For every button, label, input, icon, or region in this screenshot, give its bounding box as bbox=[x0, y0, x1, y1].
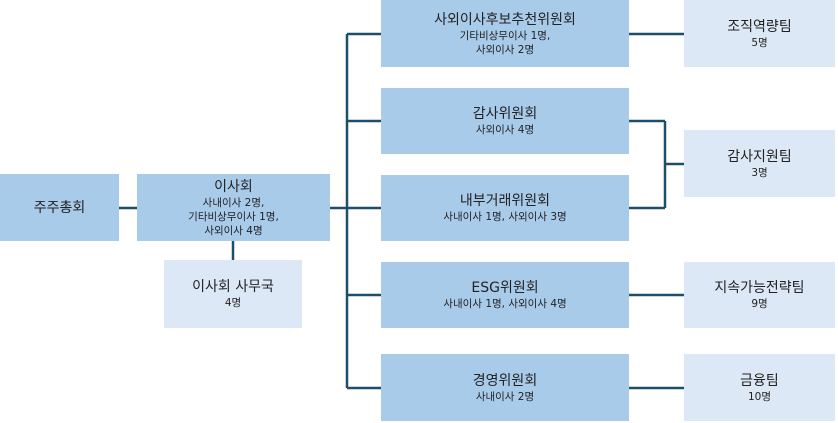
esg-committee-box: ESG위원회 사내이사 1명, 사외이사 4명 bbox=[381, 262, 629, 328]
management-committee-line: 사내이사 2명 bbox=[475, 390, 535, 403]
management-committee-box: 경영위원회 사내이사 2명 bbox=[381, 354, 629, 421]
nomination-committee-line: 사외이사 2명 bbox=[475, 43, 535, 56]
internal-trade-committee-line: 사내이사 1명, 사외이사 3명 bbox=[443, 211, 567, 223]
nomination-committee-box: 사외이사후보추천위원회 기타비상무이사 1명, 사외이사 2명 bbox=[381, 0, 629, 67]
org-capability-team-headcount: 5명 bbox=[751, 36, 768, 49]
board-composition-line: 사내이사 2명, bbox=[202, 196, 265, 209]
nomination-committee-title: 사외이사후보추천위원회 bbox=[434, 11, 576, 28]
audit-committee-title: 감사위원회 bbox=[472, 106, 538, 122]
finance-team-title: 금융팀 bbox=[740, 372, 779, 389]
board-composition-line: 기타비상무이사 1명, bbox=[188, 210, 279, 223]
nomination-committee-line: 기타비상무이사 1명, bbox=[459, 29, 551, 42]
shareholders-meeting-box: 주주총회 bbox=[0, 174, 119, 241]
esg-committee-line: 사내이사 1명, 사외이사 4명 bbox=[443, 298, 567, 310]
org-capability-team-box: 조직역량팀 5명 bbox=[684, 0, 835, 67]
finance-team-headcount: 10명 bbox=[747, 390, 772, 403]
org-capability-team-title: 조직역량팀 bbox=[727, 18, 792, 35]
audit-support-team-box: 감사지원팀 3명 bbox=[684, 130, 835, 197]
finance-team-box: 금융팀 10명 bbox=[684, 354, 835, 421]
audit-committee-box: 감사위원회 사외이사 4명 bbox=[381, 88, 629, 154]
sustainability-strategy-team-headcount: 9명 bbox=[751, 298, 768, 310]
board-box: 이사회 사내이사 2명, 기타비상무이사 1명, 사외이사 4명 bbox=[137, 174, 330, 241]
board-title: 이사회 bbox=[214, 178, 253, 195]
audit-support-team-title: 감사지원팀 bbox=[727, 148, 792, 165]
sustainability-strategy-team-box: 지속가능전략팀 9명 bbox=[684, 262, 835, 328]
esg-committee-title: ESG위원회 bbox=[471, 280, 539, 296]
management-committee-title: 경영위원회 bbox=[472, 372, 538, 389]
audit-support-team-headcount: 3명 bbox=[751, 166, 768, 179]
shareholders-meeting-title: 주주총회 bbox=[33, 199, 86, 216]
sustainability-strategy-team-title: 지속가능전략팀 bbox=[714, 280, 805, 296]
internal-trade-committee-title: 내부거래위원회 bbox=[459, 193, 551, 209]
internal-trade-committee-box: 내부거래위원회 사내이사 1명, 사외이사 3명 bbox=[381, 175, 629, 241]
board-office-headcount: 4명 bbox=[224, 297, 242, 309]
board-composition-line: 사외이사 4명 bbox=[204, 224, 263, 237]
board-office-title: 이사회 사무국 bbox=[192, 279, 274, 295]
audit-committee-line: 사외이사 4명 bbox=[475, 124, 535, 136]
board-office-box: 이사회 사무국 4명 bbox=[164, 260, 302, 328]
